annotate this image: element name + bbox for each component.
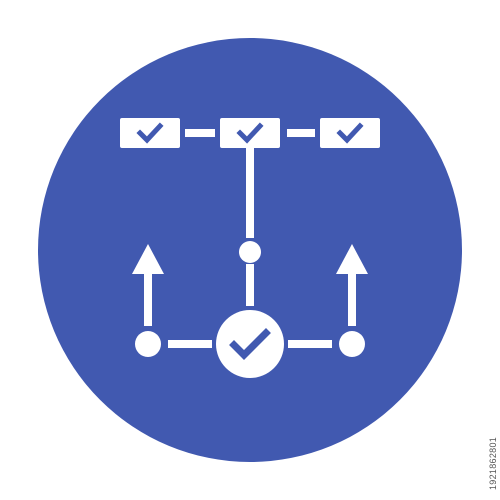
connector-line <box>168 340 212 348</box>
connector-line <box>288 340 332 348</box>
connector-line <box>246 264 254 306</box>
connector-line <box>246 148 254 238</box>
check-icon <box>336 122 364 144</box>
check-icon <box>229 328 271 360</box>
node-dot <box>239 241 261 263</box>
check-icon <box>236 122 264 144</box>
connector-line <box>348 274 356 326</box>
checkbox-task-left <box>120 118 180 148</box>
hub-circle <box>216 310 284 378</box>
checkbox-task-right <box>320 118 380 148</box>
checkbox-task-center <box>220 118 280 148</box>
connector-line <box>144 274 152 326</box>
up-arrow-icon <box>336 244 368 274</box>
node-dot <box>135 331 161 357</box>
connector-line <box>185 129 215 137</box>
check-icon <box>136 122 164 144</box>
up-arrow-icon <box>132 244 164 274</box>
node-dot <box>339 331 365 357</box>
stock-id-label: 1921862801 <box>488 436 498 490</box>
connector-line <box>287 129 315 137</box>
